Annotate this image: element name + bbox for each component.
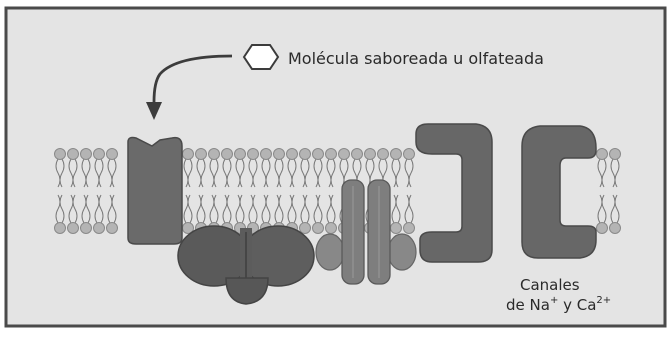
lipid-head (326, 223, 337, 234)
lipid-head (404, 149, 415, 160)
lipid-head (352, 149, 363, 160)
lipid-head (300, 149, 311, 160)
g-protein-subunit-left (178, 226, 250, 286)
lipid-head (610, 149, 621, 160)
lipid-head (300, 223, 311, 234)
lipid-head (107, 223, 118, 234)
lipid-head (404, 223, 415, 234)
lipid-head (339, 149, 350, 160)
lipid-head (94, 149, 105, 160)
lipid-head (287, 149, 298, 160)
lipid-head (274, 149, 285, 160)
tm-protein-right-lobe (388, 234, 416, 270)
channels-label-na-charge: + (550, 295, 558, 306)
lipid-head (378, 149, 389, 160)
lipid-head (391, 223, 402, 234)
lipid-head (597, 149, 608, 160)
channels-label-line2: de Na+ y Ca2+ (506, 295, 611, 314)
channels-label-na: de Na (506, 296, 550, 314)
lipid-head (183, 149, 194, 160)
lipid-head (313, 149, 324, 160)
receptor-body (128, 138, 182, 245)
g-protein-subunit-right (242, 226, 314, 286)
lipid-head (391, 149, 402, 160)
lipid-head (248, 149, 259, 160)
lipid-head (610, 223, 621, 234)
channels-label-line1: Canales (520, 276, 580, 294)
lipid-head (597, 223, 608, 234)
lipid-head (209, 149, 220, 160)
lipid-head (55, 149, 66, 160)
lipid-head (107, 149, 118, 160)
lipid-head (326, 149, 337, 160)
lipid-head (68, 223, 79, 234)
molecule-label: Molécula saboreada u olfateada (288, 49, 544, 68)
lipid-head (55, 223, 66, 234)
lipid-head (94, 223, 105, 234)
lipid-head (222, 149, 233, 160)
channels-label-ca: y Ca (558, 296, 596, 314)
receptor-protein (128, 138, 182, 245)
lipid-head (313, 223, 324, 234)
lipid-head (68, 149, 79, 160)
lipid-head (365, 149, 376, 160)
lipid-head (235, 149, 246, 160)
lipid-head (81, 223, 92, 234)
channels-label-ca-charge: 2+ (596, 295, 611, 306)
lipid-head (81, 149, 92, 160)
hexagon-molecule-icon (244, 45, 278, 69)
lipid-head (196, 149, 207, 160)
lipid-head (261, 149, 272, 160)
tm-protein-left-lobe (316, 234, 344, 270)
